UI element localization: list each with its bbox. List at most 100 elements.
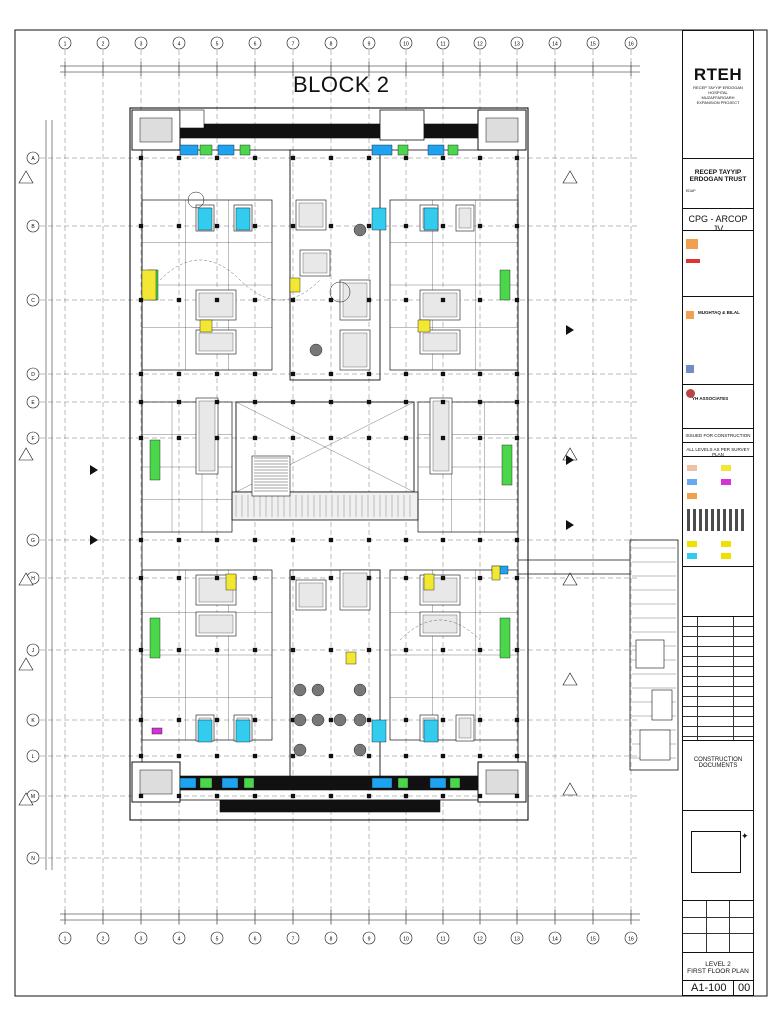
structural-column xyxy=(176,717,182,723)
structural-column xyxy=(214,647,220,653)
structural-column xyxy=(138,223,144,229)
architect-name: CPG - ARCOP JV xyxy=(688,214,748,231)
revision-number: 00 xyxy=(738,982,751,994)
grid-col-label: 10 xyxy=(403,42,409,48)
cyan-highlight xyxy=(235,719,251,743)
structural-column xyxy=(328,223,334,229)
level-marker-icon xyxy=(562,572,578,586)
blue-highlight xyxy=(179,777,197,789)
structural-column xyxy=(138,537,144,543)
central-bridge xyxy=(231,491,419,521)
green-highlight xyxy=(499,617,511,659)
plan-fixture-circle xyxy=(293,683,307,697)
structural-column xyxy=(328,575,334,581)
structural-column xyxy=(514,297,520,303)
structural-column xyxy=(366,399,372,405)
structural-column xyxy=(403,575,409,581)
grid-bubble xyxy=(510,36,524,50)
grid-bubble xyxy=(586,931,600,945)
client-sub: EDAP xyxy=(686,189,696,193)
structural-column xyxy=(403,371,409,377)
consultants-box: MUGHTAQ & BILAL xyxy=(683,297,753,385)
structural-column xyxy=(477,537,483,543)
grid-row-label: A xyxy=(31,156,35,162)
grid-col-label: 16 xyxy=(628,42,634,48)
grid-bubble xyxy=(248,931,262,945)
structural-column xyxy=(214,753,220,759)
structural-column xyxy=(176,647,182,653)
structural-column xyxy=(214,371,220,377)
arcop-logo-icon xyxy=(686,259,700,263)
structural-column xyxy=(252,753,258,759)
grid-col-label: 11 xyxy=(440,937,445,943)
block-title: BLOCK 2 xyxy=(293,72,390,97)
grid-bubble xyxy=(624,931,638,945)
grid-bubble xyxy=(26,533,40,547)
grid-col-label: 5 xyxy=(216,42,219,48)
structural-column xyxy=(440,399,446,405)
grid-bubble xyxy=(548,36,562,50)
legend-swatch-6 xyxy=(687,541,697,547)
cyan-highlight xyxy=(235,207,251,231)
grid-bubble xyxy=(26,749,40,763)
levels-box: ALL LEVELS AS PER SURVEY PLAN xyxy=(683,443,753,457)
structural-column xyxy=(176,223,182,229)
green-highlight xyxy=(449,777,461,789)
structural-column xyxy=(252,435,258,441)
sheet-box: A1-100 00 xyxy=(683,981,753,995)
plan-fixture-circle xyxy=(353,713,367,727)
grid-col-label: 6 xyxy=(254,937,257,943)
yellow-highlight xyxy=(417,319,431,333)
structural-column xyxy=(252,647,258,653)
structural-column xyxy=(176,537,182,543)
level-marker-icon xyxy=(18,447,34,461)
structural-column xyxy=(403,717,409,723)
grid-bubble xyxy=(473,931,487,945)
structural-column xyxy=(176,575,182,581)
drawing-title-2: FIRST FLOOR PLAN xyxy=(687,968,749,975)
grid-col-label: 14 xyxy=(552,42,558,48)
annex-outline xyxy=(629,539,679,771)
structural-column xyxy=(514,399,520,405)
structural-column xyxy=(477,297,483,303)
key-plan-box xyxy=(683,567,753,617)
structural-column xyxy=(214,223,220,229)
structural-column xyxy=(440,793,446,799)
grid-row-label: C xyxy=(31,298,35,304)
structural-column xyxy=(252,399,258,405)
client-name: RECEP TAYYIP ERDOGAN TRUST xyxy=(689,169,747,183)
grid-col-label: 7 xyxy=(292,42,295,48)
structural-column xyxy=(403,297,409,303)
cyan-highlight xyxy=(197,207,213,231)
level-marker-icon xyxy=(18,657,34,671)
structural-column xyxy=(252,575,258,581)
grid-bubble xyxy=(548,931,562,945)
structural-column xyxy=(252,297,258,303)
structural-column xyxy=(366,793,372,799)
structural-column xyxy=(214,435,220,441)
grid-bubble xyxy=(324,931,338,945)
fixture-core xyxy=(422,614,458,634)
structural-column xyxy=(514,223,520,229)
legend-swatch-9 xyxy=(721,553,731,559)
green-highlight xyxy=(397,777,409,789)
structural-column xyxy=(176,793,182,799)
annex-room xyxy=(651,689,673,721)
fixture-core xyxy=(458,717,472,739)
structural-column xyxy=(328,537,334,543)
elevator-symbol xyxy=(329,281,351,303)
fixture-core xyxy=(198,292,234,318)
grid-bubble xyxy=(58,36,72,50)
green-highlight xyxy=(149,439,161,481)
central-core-south xyxy=(289,569,381,781)
grid-col-label: 13 xyxy=(514,42,520,48)
grid-row-label: L xyxy=(32,754,35,760)
structural-column xyxy=(366,371,372,377)
consultant-2: YH ASSOCIATES xyxy=(692,396,729,401)
bottom-canopy xyxy=(219,799,441,813)
structural-column xyxy=(290,223,296,229)
level-marker-icon xyxy=(18,572,34,586)
grid-bubble xyxy=(586,36,600,50)
structural-column xyxy=(514,717,520,723)
level-marker-icon xyxy=(562,170,578,184)
